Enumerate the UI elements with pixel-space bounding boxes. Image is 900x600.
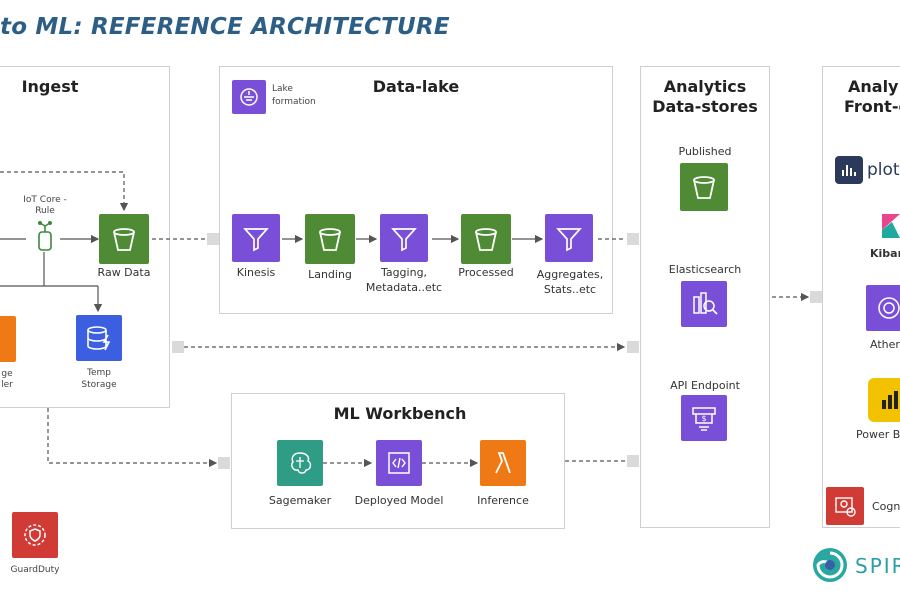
database-icon xyxy=(76,315,122,361)
ml-workbench-title: ML Workbench xyxy=(333,404,467,423)
ingest-title: Ingest xyxy=(21,77,79,96)
connector-square xyxy=(172,341,184,353)
connector-square xyxy=(218,457,230,469)
bucket-icon xyxy=(99,214,149,264)
athena-label: Ather xyxy=(870,338,900,351)
iot-rule-label-line1: IoT Core - xyxy=(23,195,67,205)
athena-icon xyxy=(866,285,900,331)
power-bi-label: Power B xyxy=(856,428,900,441)
published-label: Published xyxy=(678,145,732,158)
aggregates-label-line2: Stats..etc xyxy=(543,283,597,296)
analytics-datastores-title-line1: Analytics xyxy=(663,77,747,96)
analytics-frontend-title-line1: Analy xyxy=(848,77,899,96)
brand-wordmark: SPIRA xyxy=(855,554,900,578)
guardduty-label: GuardDuty xyxy=(10,565,60,575)
lambda-icon xyxy=(480,440,526,486)
storage-handler-label-line1: ge xyxy=(1,369,13,379)
datalake-panel xyxy=(219,66,613,314)
guardduty-icon xyxy=(12,512,58,558)
connector-square xyxy=(627,341,639,353)
plotly-logo-icon xyxy=(835,156,863,184)
datalake-title: Data-lake xyxy=(372,77,460,96)
connector-square xyxy=(207,233,219,245)
kibana-logo-icon xyxy=(880,212,900,240)
bucket-icon xyxy=(461,214,511,264)
sagemaker-icon xyxy=(277,440,323,486)
landing-label: Landing xyxy=(308,268,352,281)
temp-storage-label-line2: Storage xyxy=(81,380,117,390)
temp-storage-label-line1: Temp xyxy=(87,368,111,378)
tagging-label-line2: Metadata..etc xyxy=(365,281,443,294)
glue-icon xyxy=(545,214,593,262)
tagging-label-line1: Tagging, xyxy=(380,266,428,279)
lake-formation-icon xyxy=(232,80,266,114)
power-bi-icon xyxy=(868,378,900,422)
glue-icon xyxy=(380,214,428,262)
svg-text:$: $ xyxy=(701,414,706,423)
api-endpoint-label: API Endpoint xyxy=(670,379,740,392)
sagemaker-label: Sagemaker xyxy=(268,494,332,507)
page-title: to ML: REFERENCE ARCHITECTURE xyxy=(0,14,450,40)
connector-square xyxy=(810,291,822,303)
plotly-label: plotl xyxy=(867,160,900,180)
storage-handler-label-line2: ler xyxy=(1,380,13,390)
elasticsearch-label: Elasticsearch xyxy=(668,263,742,276)
iot-rule-icon xyxy=(33,220,57,252)
lambda-icon xyxy=(0,316,16,362)
cognito-icon xyxy=(826,487,864,525)
api-gateway-icon: $ xyxy=(681,395,727,441)
kinesis-icon xyxy=(232,214,280,262)
bucket-icon xyxy=(680,163,728,211)
deployed-model-label: Deployed Model xyxy=(354,494,444,507)
deployed-model-icon xyxy=(376,440,422,486)
spira-logo-icon xyxy=(810,545,850,585)
connector-square xyxy=(627,455,639,467)
analytics-frontend-title-line2: Front-e xyxy=(844,97,900,116)
aggregates-label-line1: Aggregates, xyxy=(536,268,604,281)
cognito-label: Cogn xyxy=(872,500,900,513)
processed-label: Processed xyxy=(458,266,514,279)
inference-label: Inference xyxy=(477,494,529,507)
kibana-label: Kibar xyxy=(870,247,900,260)
connector-square xyxy=(627,233,639,245)
elasticsearch-icon xyxy=(681,281,727,327)
lake-formation-label-line2: formation xyxy=(272,97,316,107)
raw-data-label: Raw Data xyxy=(97,266,151,279)
analytics-datastores-title-line2: Data-stores xyxy=(652,97,758,116)
lake-formation-label-line1: Lake xyxy=(272,84,293,94)
kinesis-label: Kinesis xyxy=(236,266,276,279)
iot-rule-label-line2: Rule xyxy=(35,206,55,216)
bucket-icon xyxy=(305,214,355,264)
